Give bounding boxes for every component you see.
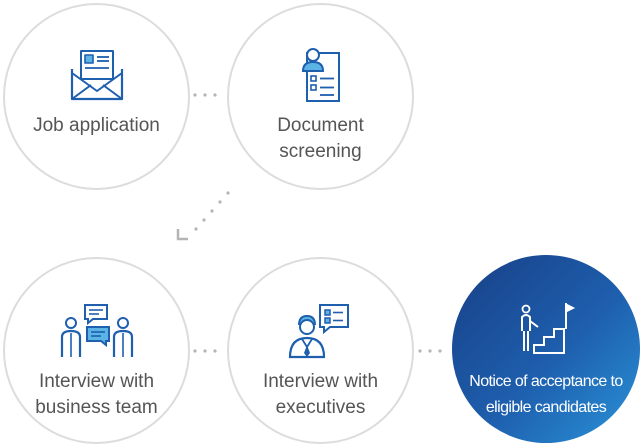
connector-3-4 xyxy=(193,349,217,353)
step-label: Interview with business team xyxy=(35,371,158,418)
envelope-icon xyxy=(70,50,123,101)
step-label: Document screening xyxy=(277,115,364,162)
step-notice-of-acceptance: Notice of acceptance to eligible candida… xyxy=(452,255,640,443)
step-label: Job application xyxy=(33,115,160,136)
connector-2-3-diagonal xyxy=(176,191,230,241)
document-person-icon xyxy=(301,48,340,102)
step-job-application: Job application xyxy=(3,3,190,190)
step-interview-business-team: Interview with business team xyxy=(3,257,190,444)
step-label: Interview with executives xyxy=(262,371,379,418)
arrow-head-icon xyxy=(176,229,188,241)
step-interview-executives: Interview with executives xyxy=(227,257,414,444)
connector-4-5 xyxy=(418,349,442,353)
step-document-screening: Document screening xyxy=(227,3,414,190)
people-chat-icon xyxy=(60,304,133,357)
executive-presentation-icon xyxy=(288,304,349,359)
connector-1-2 xyxy=(193,93,217,97)
step-label: Notice of acceptance to eligible candida… xyxy=(469,373,623,416)
stairs-flag-icon xyxy=(521,303,576,354)
